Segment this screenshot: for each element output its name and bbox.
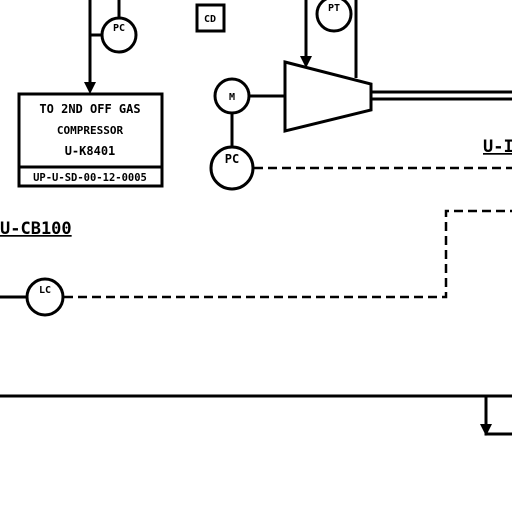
pt-arrow-icon xyxy=(300,56,312,68)
motor-label: M xyxy=(229,92,235,103)
pc-top-label: PC xyxy=(113,23,125,34)
compressor-symbol[interactable] xyxy=(283,60,373,133)
flow-arrow-down-icon xyxy=(84,82,96,94)
pc-mid-label: PC xyxy=(225,152,239,166)
pt-label: PT xyxy=(328,3,340,14)
right-equipment-tag: U-I xyxy=(483,137,512,157)
lc-label: LC xyxy=(39,285,51,296)
callout-doc-ref: UP-U-SD-00-12-0005 xyxy=(33,172,147,184)
bottom-branch-line xyxy=(484,396,512,436)
cb100-tag: U-CB100 xyxy=(0,219,72,239)
bottom-arrow-down-icon xyxy=(480,424,492,436)
callout-box[interactable] xyxy=(17,92,164,188)
callout-line2: COMPRESSOR xyxy=(57,124,124,137)
lc-signal-line xyxy=(64,209,512,299)
lc-bubble[interactable] xyxy=(25,277,65,317)
pt-bubble[interactable] xyxy=(315,0,353,33)
callout-line3: U-K8401 xyxy=(65,144,116,158)
cd-box[interactable] xyxy=(195,3,226,33)
callout-line1: TO 2ND OFF GAS xyxy=(39,102,140,116)
pc-mid-bubble[interactable] xyxy=(209,145,255,191)
cd-label: CD xyxy=(204,14,216,25)
